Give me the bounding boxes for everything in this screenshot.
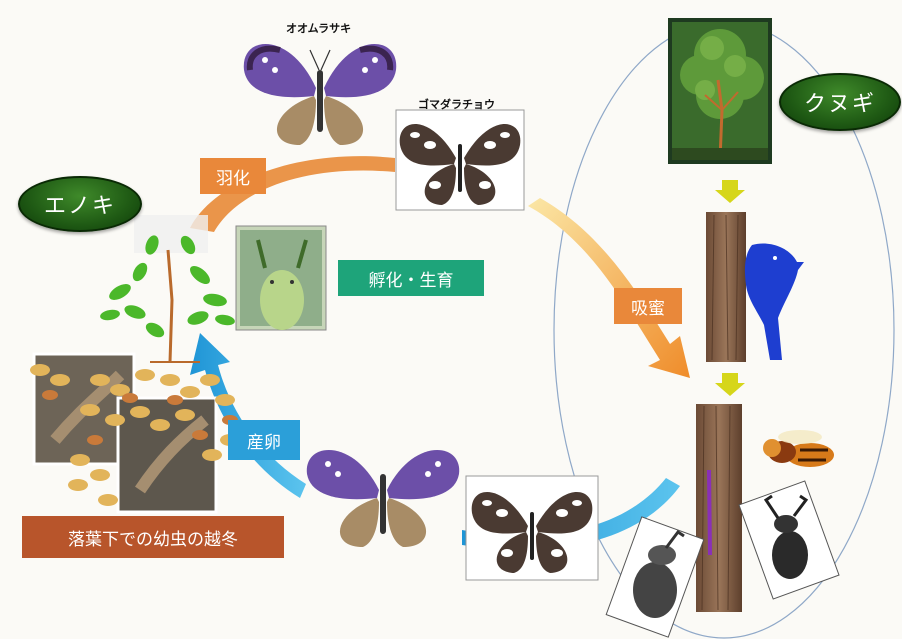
winter-larvae-photos xyxy=(30,354,240,512)
oomurasaki-butterfly-bottom xyxy=(307,450,459,547)
kunugi-label: クヌギ xyxy=(779,73,901,131)
woodpecker-icon xyxy=(745,244,804,360)
yellow-arrow-1 xyxy=(715,180,745,203)
emergence-tag: 羽化 xyxy=(200,158,266,194)
gomadara-butterfly-top xyxy=(396,110,524,210)
stag-beetle-icon xyxy=(739,481,839,599)
caterpillar-photo xyxy=(236,226,326,330)
yellow-arrow-2 xyxy=(715,373,745,396)
overwinter-tag: 落葉下での幼虫の越冬 xyxy=(22,516,284,558)
rhinoceros-beetle-icon xyxy=(606,517,704,637)
enoki-label: エノキ xyxy=(18,176,142,232)
hornet-icon xyxy=(763,430,834,467)
oviposition-tag: 産卵 xyxy=(228,420,300,460)
hatch-grow-tag: 孵化・生育 xyxy=(338,260,484,296)
nectar-tag: 吸蜜 xyxy=(614,288,682,324)
gomadara-butterfly-bottom xyxy=(466,476,598,580)
enoki-sapling-icon xyxy=(99,215,235,362)
oomurasaki-butterfly-top xyxy=(244,44,396,145)
gomadara-name: ゴマダラチョウ xyxy=(418,96,495,112)
oomurasaki-name: オオムラサキ xyxy=(286,20,351,36)
